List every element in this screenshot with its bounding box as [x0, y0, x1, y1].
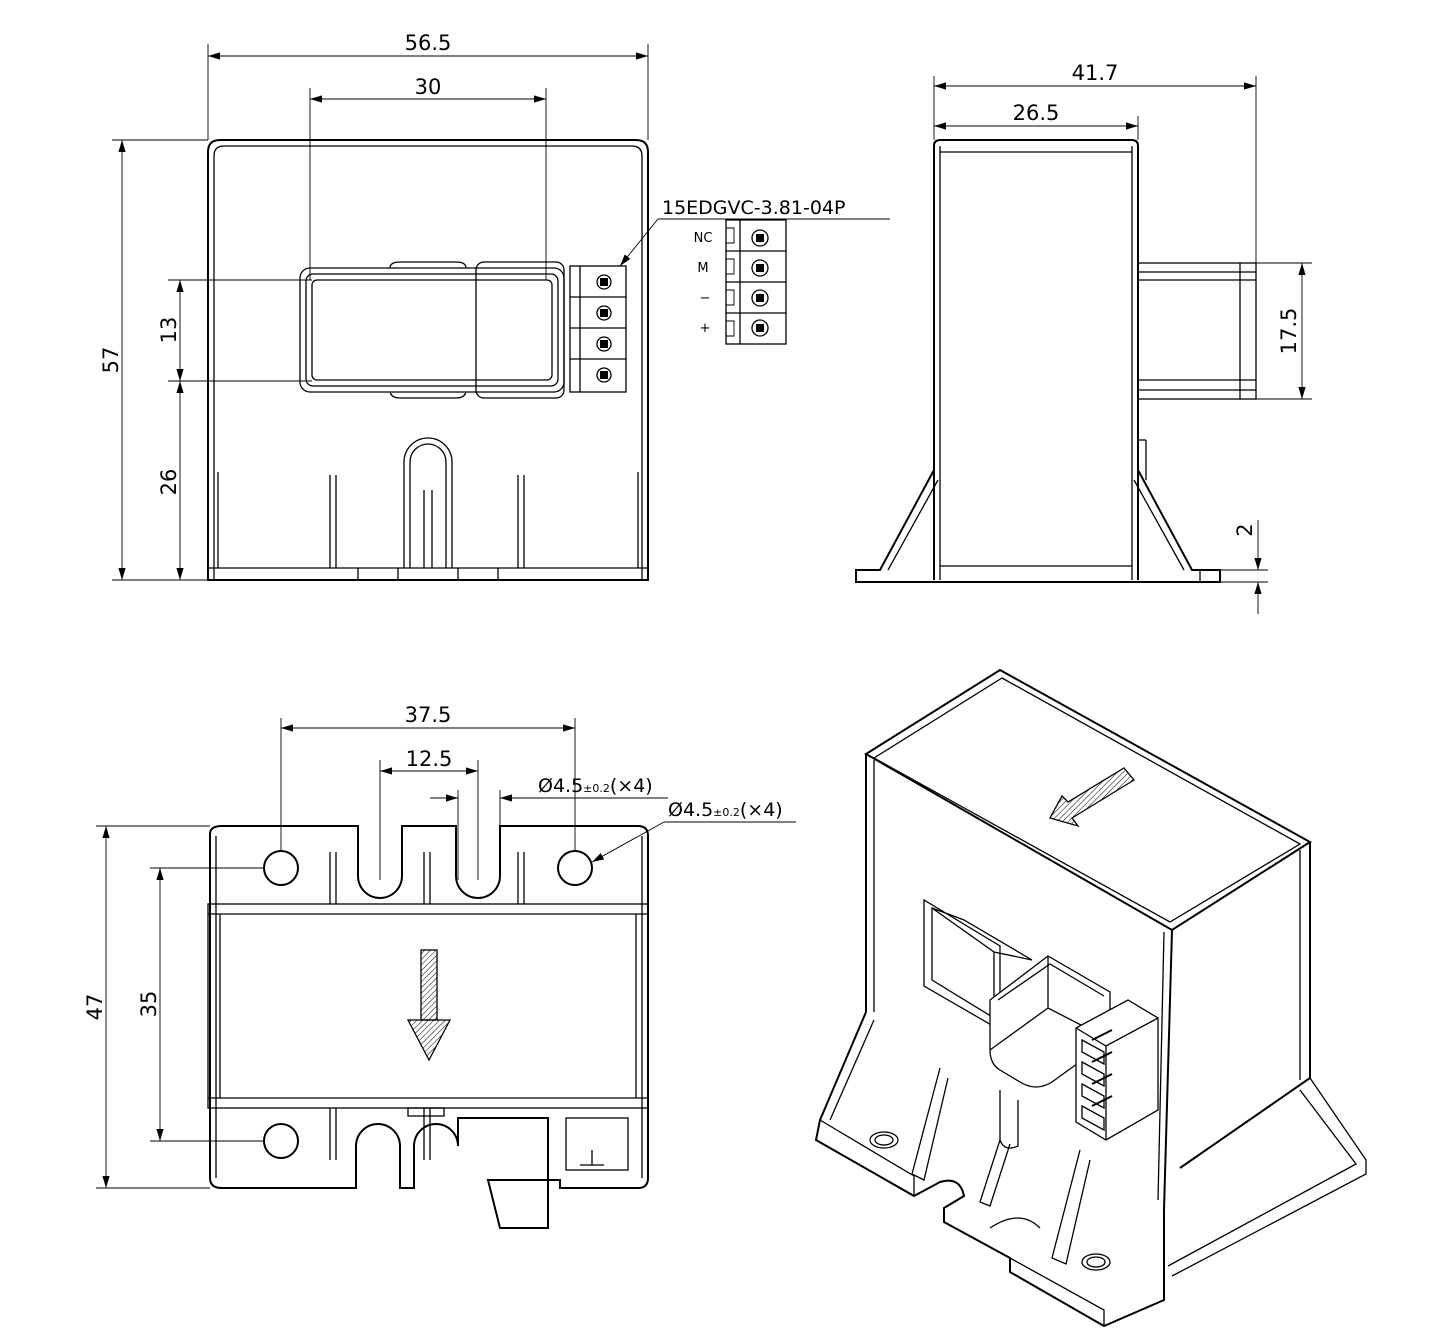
iso-mount-hole-inner: [1086, 1256, 1106, 1268]
iso-connector-housing-edge: [997, 963, 1105, 1001]
iso-window-inner: [931, 906, 995, 1020]
front-connector-housing: [475, 261, 565, 399]
dim-slot-width: 12.5: [406, 747, 453, 771]
callout-leader: [619, 218, 659, 267]
iso-front-inner-edge: [1157, 931, 1165, 1201]
side-connector: [1137, 262, 1257, 400]
iso-mount-hole: [1081, 1253, 1111, 1271]
mount-hole: [263, 850, 299, 886]
mount-hole: [557, 850, 593, 886]
dim-depth-overall: 41.7: [1072, 61, 1119, 85]
iso-window-depth: [931, 907, 1033, 961]
side-view: 41.7 26.5 17.5 2: [855, 61, 1312, 614]
side-right-gusset: [1137, 469, 1221, 583]
front-window-mid: [305, 273, 559, 387]
bottom-view: 37.5 12.5 Ø4.5±0.2(×4) Ø4.5±0.2(×4) 47 3…: [83, 703, 796, 1229]
dim-window-width: 30: [415, 75, 442, 99]
front-body-outline: [207, 139, 649, 581]
bottom-tab: [407, 1107, 445, 1117]
dim-window-height: 13: [157, 317, 181, 344]
iso-connector-pins: [1081, 1029, 1113, 1132]
dim-connector-height: 17.5: [1277, 308, 1301, 355]
iso-base-edge: [819, 1119, 915, 1196]
dim-width-overall: 56.5: [405, 31, 452, 55]
front-connector: [569, 265, 627, 393]
bottom-connector-stub: [565, 1117, 629, 1171]
iso-right-base-inner: [1167, 1089, 1357, 1267]
front-center-slot-inner: [409, 443, 447, 568]
bottom-outline: [209, 825, 649, 1229]
side-left-gusset-inner: [887, 479, 939, 571]
front-window-bottom-boss: [389, 389, 467, 399]
iso-base-edge: [1009, 1257, 1105, 1326]
iso-gusset: [829, 1019, 875, 1121]
pin-label-minus: −: [700, 291, 711, 306]
connector-part-number: 15EDGVC-3.81-04P: [662, 197, 845, 219]
dim-height-overall: 57: [99, 347, 123, 374]
dim-hole-spacing-y: 35: [137, 991, 161, 1018]
dim-window-bottom: 26: [157, 469, 181, 496]
side-right-gusset-inner: [1133, 479, 1185, 571]
dim-bottom-height: 47: [83, 994, 107, 1021]
front-body-inner: [213, 145, 643, 580]
iso-top-face-inner: [872, 677, 1302, 923]
pin-label-m: M: [697, 261, 708, 276]
bottom-connector-pin: [580, 1150, 604, 1166]
iso-front-edges: [865, 754, 1173, 1211]
front-window-opening: [311, 279, 553, 381]
pin-label-plus: +: [700, 321, 711, 336]
iso-right-base: [1171, 1077, 1367, 1277]
mount-hole: [263, 1123, 299, 1159]
iso-mount-hole: [869, 1131, 899, 1149]
iso-mount-hole-inner: [874, 1134, 894, 1146]
front-window-frame: [299, 267, 565, 393]
front-center-slot: [403, 437, 453, 568]
front-view: 56.5 30 57 13 26 15EDGVC-3.81-04P: [99, 31, 890, 581]
dim-base-thickness: 2: [1233, 523, 1257, 536]
iso-connector-tab: [999, 1090, 1019, 1149]
side-left-gusset: [855, 469, 935, 583]
iso-gusset: [911, 1067, 949, 1181]
iso-connector-block-edge: [1075, 1017, 1159, 1140]
iso-base-slot: [989, 1217, 1041, 1229]
iso-gusset: [979, 1139, 1011, 1207]
connector-detail: [725, 219, 787, 345]
dim-body-depth: 26.5: [1013, 101, 1060, 125]
hole-callout-2: Ø4.5±0.2(×4): [668, 799, 783, 821]
side-body-outline: [933, 139, 1139, 580]
front-connector-screws: [596, 274, 612, 383]
iso-base-outline: [814, 1011, 1165, 1328]
current-direction-arrow-head: [406, 1019, 452, 1062]
isometric-view: [814, 668, 1367, 1328]
pin-label-nc: NC: [694, 231, 713, 246]
iso-right-face: [1179, 842, 1311, 1169]
callout-leader: [591, 821, 665, 863]
hole-callout-1: Ø4.5±0.2(×4): [538, 775, 653, 797]
current-direction-arrow-shaft: [420, 949, 438, 1021]
iso-connector-block: [1075, 999, 1159, 1141]
front-window-top-boss: [389, 261, 467, 269]
iso-current-direction-arrow: [1049, 767, 1135, 828]
iso-gusset: [1051, 1149, 1091, 1265]
dim-hole-spacing-x: 37.5: [405, 703, 452, 727]
